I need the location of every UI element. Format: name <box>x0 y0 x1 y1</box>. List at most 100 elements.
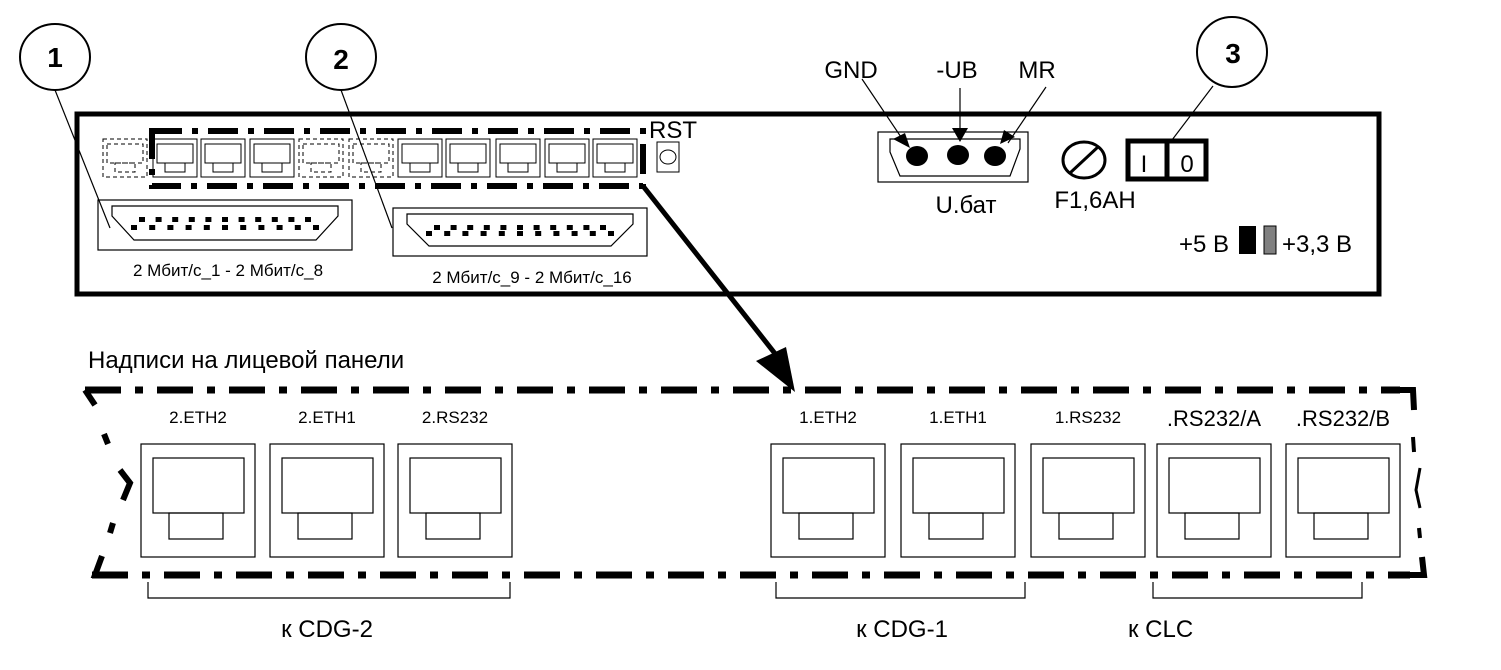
connector-pin <box>517 225 523 230</box>
callout-3-number: 3 <box>1225 38 1241 69</box>
front-port-label: 1.ETH1 <box>929 408 987 427</box>
connector-pin <box>276 225 283 230</box>
connector-pin <box>258 225 265 230</box>
connector-pin <box>203 225 210 230</box>
rear-port <box>152 138 198 178</box>
front-port: 1.ETH2 <box>770 408 886 558</box>
connector-pin <box>550 225 557 230</box>
connector-2-label: 2 Мбит/с_9 - 2 Мбит/с_16 <box>432 268 632 287</box>
rear-port <box>397 138 443 178</box>
group-bracket-cdg2 <box>147 582 511 599</box>
connector-pin <box>600 225 606 230</box>
connector-db-2 <box>392 207 648 257</box>
front-port: 2.ETH2 <box>140 408 256 558</box>
front-port-label: 1.RS232 <box>1055 408 1121 427</box>
connector-pin <box>255 217 262 222</box>
rear-port-empty <box>102 138 148 178</box>
connector-pin <box>240 225 247 230</box>
callout-3: 3 <box>1171 16 1268 141</box>
connector-1-label: 2 Мбит/с_1 - 2 Мбит/с_8 <box>133 261 323 280</box>
connector-pin <box>305 217 311 222</box>
connector-pin <box>450 225 457 230</box>
front-panel-title: Надписи на лицевой панели <box>88 347 404 374</box>
connector-pin <box>467 225 474 230</box>
connector-pin <box>222 225 228 230</box>
rear-port <box>544 138 590 178</box>
connector-pin <box>535 231 542 236</box>
front-port-label: .RS232/B <box>1296 406 1390 431</box>
group-label-cdg2: к CDG-2 <box>281 616 373 643</box>
voltage-5v-label: +5 В <box>1179 231 1229 258</box>
battery-pin-mr-label: MR <box>1018 57 1055 84</box>
front-port-list: 2.ETH2 2.ETH1 2.RS232 1.ETH2 1.ETH1 1.RS232 .R… <box>140 406 1401 558</box>
connector-pin <box>139 217 145 222</box>
front-port-label: 2.ETH2 <box>169 408 227 427</box>
rst-label: RST <box>649 117 697 144</box>
rear-port-strip <box>102 138 638 178</box>
connector-pin <box>480 231 487 236</box>
front-port: 1.ETH1 <box>900 408 1016 558</box>
connector-db-1 <box>97 199 353 251</box>
battery-pin-gnd-label: GND <box>824 57 877 84</box>
front-port-label: 1.ETH2 <box>799 408 857 427</box>
connector-pin <box>583 225 590 230</box>
connector-pin <box>500 225 507 230</box>
callout-1: 1 <box>19 23 111 229</box>
rear-port-empty <box>298 138 344 178</box>
group-label-cdg1: к CDG-1 <box>856 616 948 643</box>
group-label-clc: к CLC <box>1128 616 1193 643</box>
rear-port <box>495 138 541 178</box>
connector-pin <box>426 231 432 236</box>
front-port-label: 2.ETH1 <box>298 408 356 427</box>
connector-pin <box>271 217 278 222</box>
group-bracket-clc <box>1152 582 1363 599</box>
connector-pin <box>172 217 179 222</box>
front-panel-frame <box>82 386 1428 579</box>
connector-pin <box>238 217 245 222</box>
battery-label: U.бат <box>935 192 996 219</box>
rear-port <box>445 138 491 178</box>
rear-port <box>249 138 295 178</box>
group-bracket-cdg1 <box>775 582 1026 599</box>
battery-pin-mr <box>984 146 1006 166</box>
connector-pin <box>566 225 573 230</box>
switch-on-label: I <box>1141 151 1148 178</box>
connector-pin <box>498 231 505 236</box>
front-port: 1.RS232 <box>1030 408 1146 558</box>
connector-pin <box>608 231 614 236</box>
jumper-3v3-indicator <box>1263 225 1277 255</box>
zoom-arrow <box>641 184 795 392</box>
rear-port-empty <box>348 138 394 178</box>
connector-pin <box>462 231 469 236</box>
jumper-5v-indicator <box>1239 226 1256 254</box>
front-port: 2.ETH1 <box>269 408 385 558</box>
front-port-label: .RS232/A <box>1167 406 1261 431</box>
front-port: .RS232/A <box>1156 406 1272 558</box>
rear-port <box>200 138 246 178</box>
power-switch[interactable]: I 0 <box>1125 138 1209 182</box>
connector-pin <box>205 217 212 222</box>
connector-pin <box>188 217 195 222</box>
battery-pin-ub <box>947 145 969 165</box>
connector-pin <box>288 217 295 222</box>
connector-pin <box>222 217 228 222</box>
fuse-holder-icon[interactable] <box>1061 140 1107 180</box>
connector-pin <box>131 225 137 230</box>
connector-pin <box>294 225 301 230</box>
connector-pin <box>517 231 523 236</box>
callout-2: 2 <box>305 23 393 229</box>
connector-pin <box>444 231 451 236</box>
connector-pin <box>155 217 162 222</box>
callout-1-number: 1 <box>47 42 63 73</box>
reset-button[interactable] <box>656 141 680 173</box>
switch-off-label: 0 <box>1180 151 1193 178</box>
battery-pin-ub-label: -UB <box>936 57 977 84</box>
rear-port <box>592 138 638 178</box>
battery-pin-gnd <box>906 146 928 166</box>
front-port-label: 2.RS232 <box>422 408 488 427</box>
connector-pin <box>483 225 490 230</box>
battery-connector <box>861 78 1047 183</box>
connector-pin <box>434 225 440 230</box>
voltage-3v3-label: +3,3 В <box>1282 231 1352 258</box>
front-port: 2.RS232 <box>397 408 513 558</box>
